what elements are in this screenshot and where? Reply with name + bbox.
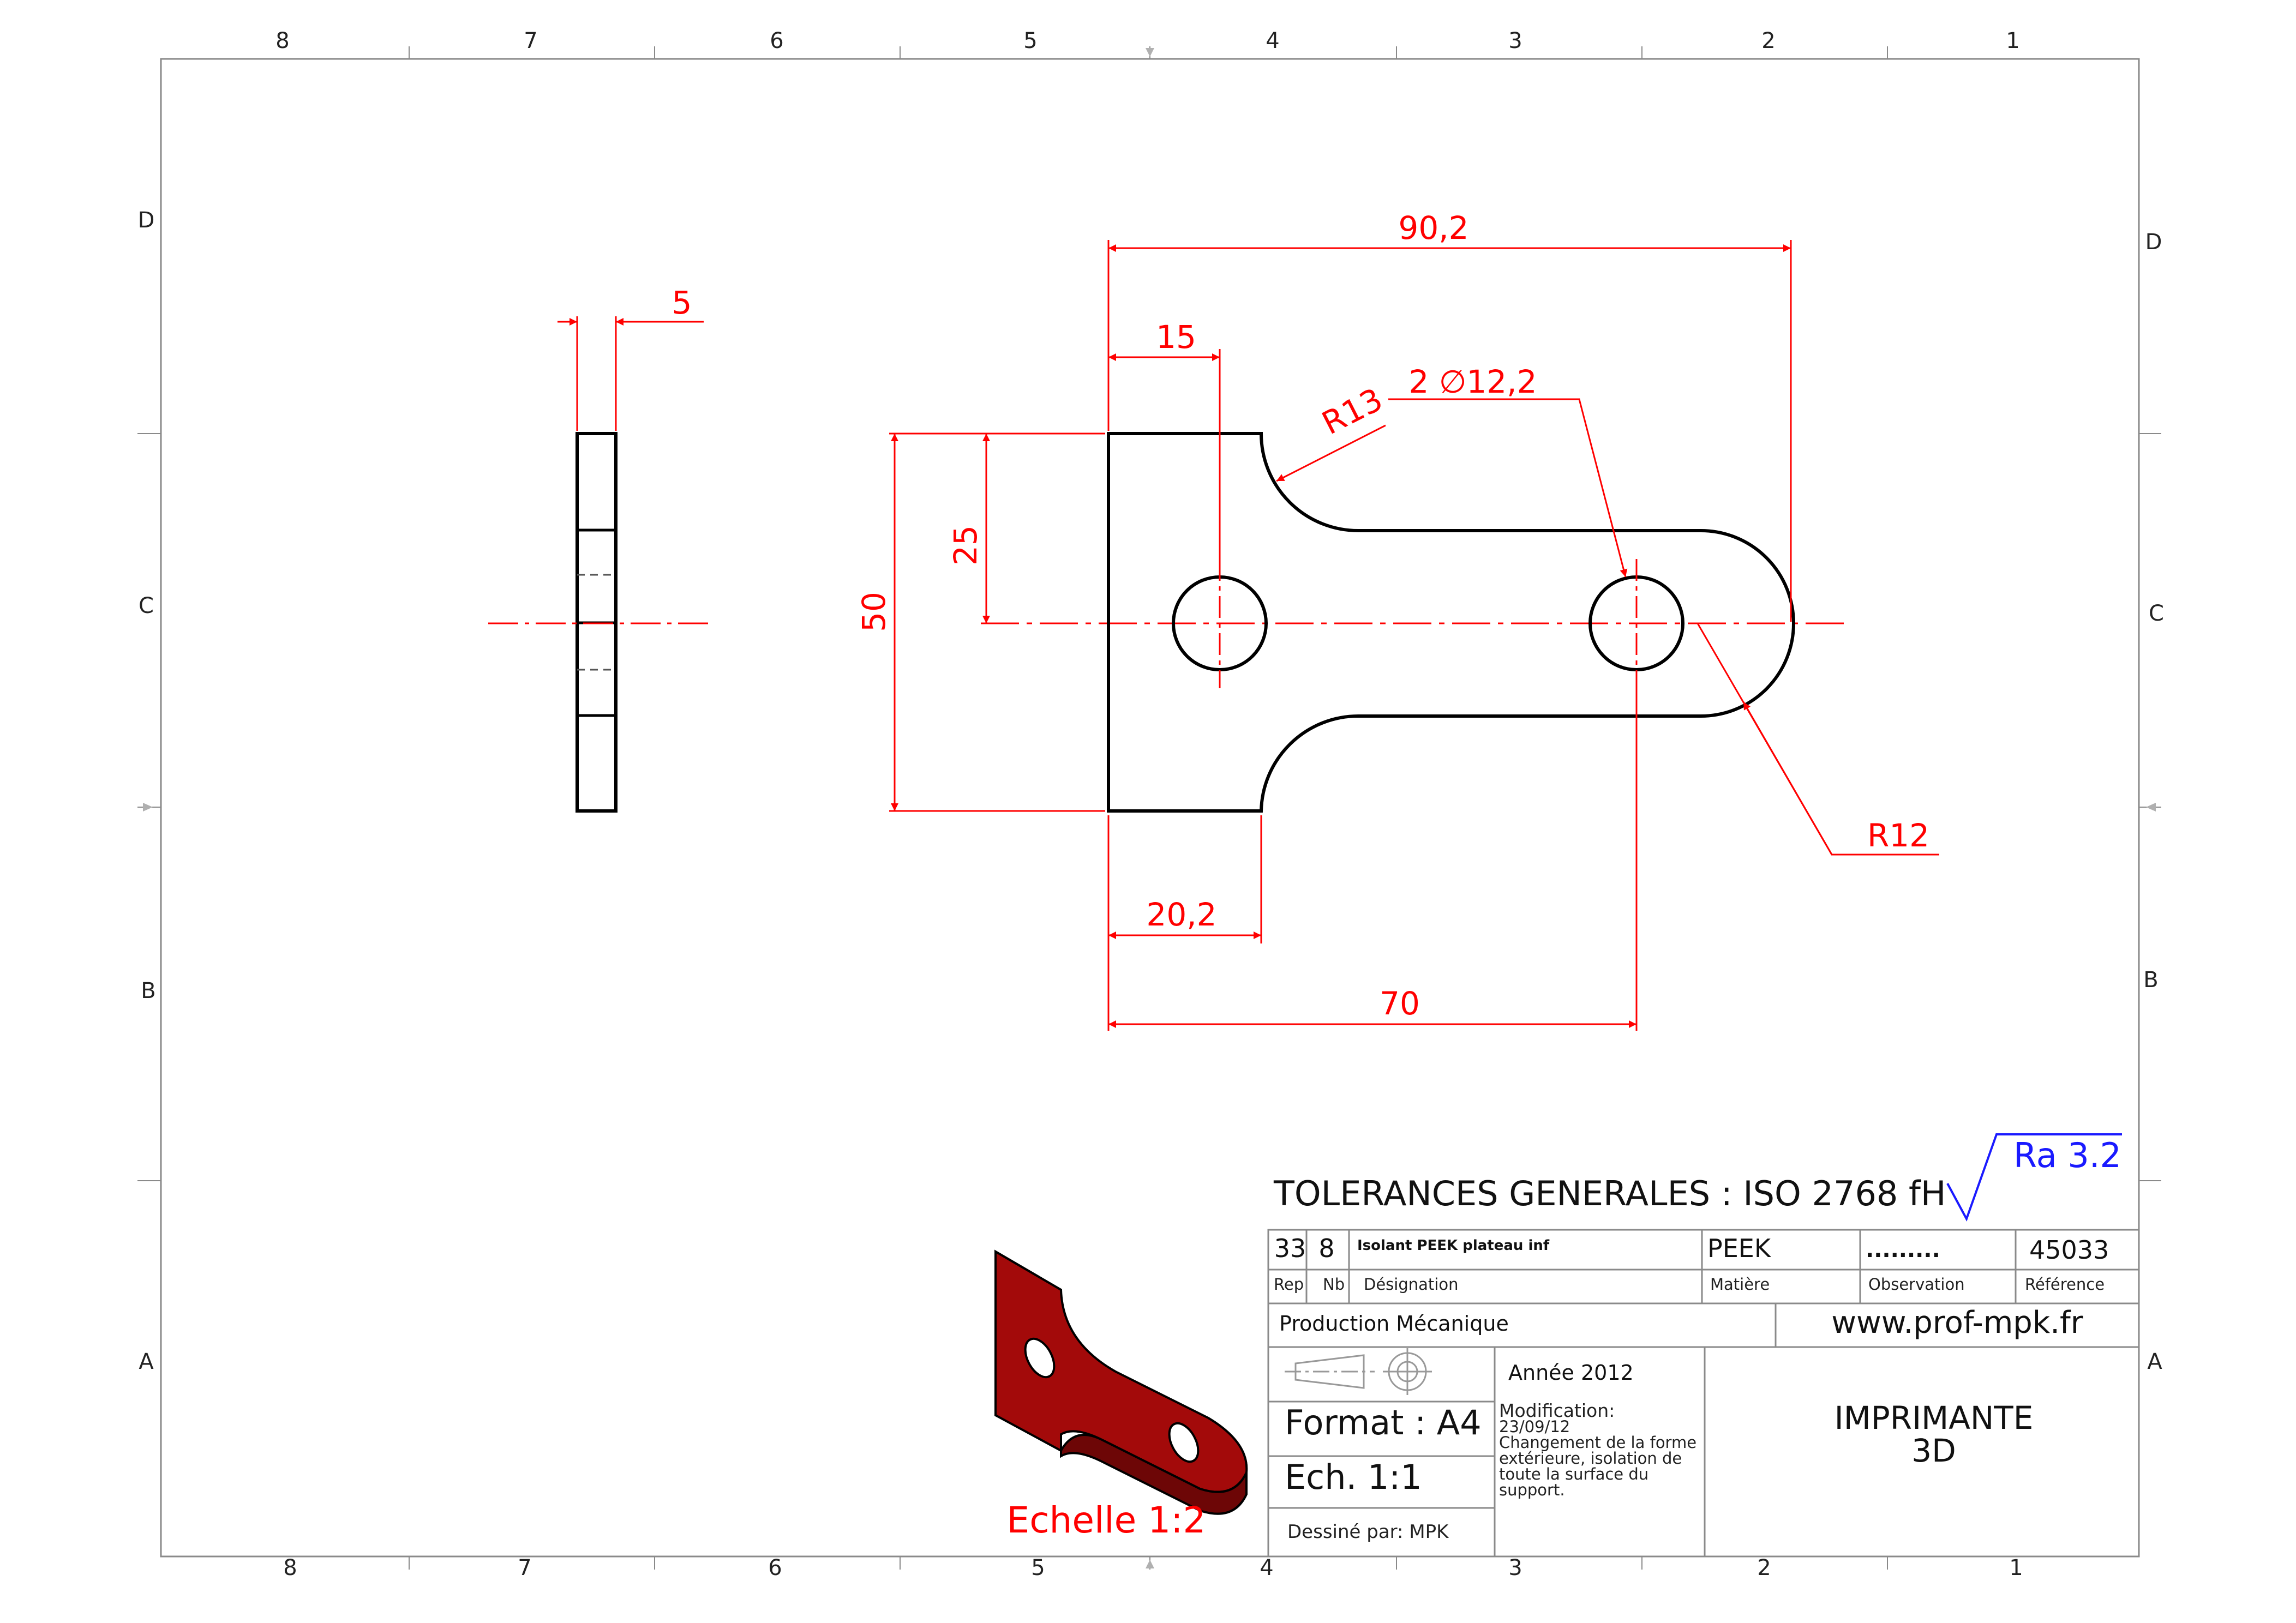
department-label: Production Mécanique — [1279, 1312, 1509, 1336]
modification-line: Modification: — [1499, 1400, 1615, 1421]
modification-line: support. — [1499, 1481, 1565, 1499]
modification-line: Changement de la forme — [1499, 1433, 1696, 1452]
col-label-top: 1 — [2006, 28, 2019, 53]
row-label-right: D — [2145, 230, 2162, 255]
row-label-right: A — [2147, 1349, 2162, 1374]
col-label-bottom: 3 — [1508, 1555, 1522, 1580]
col-label-top: 7 — [524, 28, 537, 53]
website-label: www.prof-mpk.fr — [1831, 1305, 2084, 1341]
iso-hole-left — [1024, 1337, 1056, 1379]
row-label-right: C — [2149, 601, 2164, 626]
iso-hole-right — [1168, 1422, 1200, 1463]
project-title-line1: IMPRIMANTE — [1835, 1399, 2034, 1436]
row-label-left: A — [139, 1349, 154, 1374]
cell-nb: 8 — [1318, 1234, 1334, 1263]
year-label: Année 2012 — [1508, 1361, 1634, 1385]
surface-finish-icon — [1946, 1133, 2122, 1222]
hdr-observation: Observation — [1868, 1275, 1965, 1294]
hdr-rep: Rep — [1274, 1275, 1304, 1294]
scale-label: Ech. 1:1 — [1285, 1457, 1422, 1497]
col-label-bottom: 1 — [2009, 1555, 2023, 1580]
hdr-matiere: Matière — [1710, 1275, 1770, 1294]
col-label-top: 6 — [770, 28, 783, 53]
col-label-top: 2 — [1761, 28, 1775, 53]
row-label-left: C — [139, 593, 154, 618]
iso-view: Echelle 1:2 — [994, 1249, 1248, 1541]
modification-line: 23/09/12 — [1499, 1417, 1570, 1436]
arrow-down-icon — [1146, 48, 1154, 57]
title-block: TOLERANCES GENERALES : ISO 2768 fH 33 8 … — [1267, 1174, 2140, 1558]
col-label-top: 4 — [1266, 28, 1279, 53]
zone-labels: 8 7 6 5 4 3 2 1 8 7 6 5 4 3 2 1 D C B A … — [138, 28, 2164, 1580]
cell-rep: 33 — [1274, 1234, 1306, 1263]
part-outline — [1107, 432, 1795, 813]
dim-hole-offset: 15 — [1156, 318, 1196, 356]
col-label-bottom: 5 — [1031, 1555, 1045, 1580]
col-label-bottom: 4 — [1260, 1555, 1273, 1580]
hdr-designation: Désignation — [1364, 1275, 1458, 1294]
dim-side-thickness: 5 — [672, 284, 692, 321]
tolerances-text: TOLERANCES GENERALES : ISO 2768 fH — [1273, 1174, 1946, 1213]
col-label-bottom: 7 — [518, 1555, 531, 1580]
col-label-bottom: 8 — [283, 1555, 297, 1580]
surface-finish-symbol: Ra 3.2 — [1946, 1133, 2122, 1222]
col-label-top: 3 — [1508, 28, 1522, 53]
cell-matiere: PEEK — [1707, 1234, 1772, 1263]
modification-line: extérieure, isolation de — [1499, 1449, 1682, 1468]
cell-reference: 45033 — [2029, 1235, 2109, 1265]
drawn-by-label: Dessiné par: MPK — [1287, 1521, 1449, 1543]
modification-note: Modification: 23/09/12 Changement de la … — [1499, 1400, 1696, 1499]
surface-finish-label: Ra 3.2 — [2013, 1135, 2121, 1175]
front-view: 90,2 15 50 25 20,2 70 R13 2 ∅12,2 R12 — [855, 209, 1939, 1031]
arrow-up-icon — [1146, 1560, 1154, 1568]
col-label-top: 5 — [1023, 28, 1037, 53]
iso-part-thickness — [1060, 1434, 1248, 1515]
cell-designation: Isolant PEEK plateau inf — [1357, 1237, 1550, 1254]
hdr-nb: Nb — [1323, 1275, 1345, 1294]
dim-half-height: 25 — [947, 525, 984, 566]
cell-observation: ......... — [1866, 1237, 1940, 1263]
arrow-right-icon — [143, 803, 153, 812]
format-label: Format : A4 — [1285, 1403, 1482, 1442]
hdr-reference: Référence — [2025, 1275, 2105, 1294]
dim-hole-spacing: 70 — [1380, 985, 1420, 1022]
dim-tab-width: 20,2 — [1146, 896, 1216, 933]
col-label-top: 8 — [275, 28, 289, 53]
side-view: 5 — [488, 284, 709, 813]
dim-overall-length: 90,2 — [1398, 209, 1468, 247]
frame-ticks — [137, 46, 2161, 1570]
frame-centering-arrows — [143, 48, 2156, 1568]
dim-height: 50 — [855, 592, 892, 632]
dim-radius-right: R12 — [1867, 817, 1929, 854]
row-label-right: B — [2143, 967, 2158, 993]
iso-caption: Echelle 1:2 — [1007, 1499, 1206, 1541]
dim-radius-left: R13 — [1316, 381, 1389, 442]
project-title-line2: 3D — [1911, 1432, 1956, 1469]
row-label-left: D — [138, 208, 155, 233]
projection-symbol-icon — [1285, 1348, 1432, 1395]
arrow-left-icon — [2146, 803, 2156, 812]
modification-line: toute la surface du — [1499, 1465, 1648, 1483]
col-label-bottom: 2 — [1757, 1555, 1771, 1580]
row-label-left: B — [141, 978, 155, 1003]
dim-holes: 2 ∅12,2 — [1408, 363, 1537, 400]
col-label-bottom: 6 — [768, 1555, 782, 1580]
